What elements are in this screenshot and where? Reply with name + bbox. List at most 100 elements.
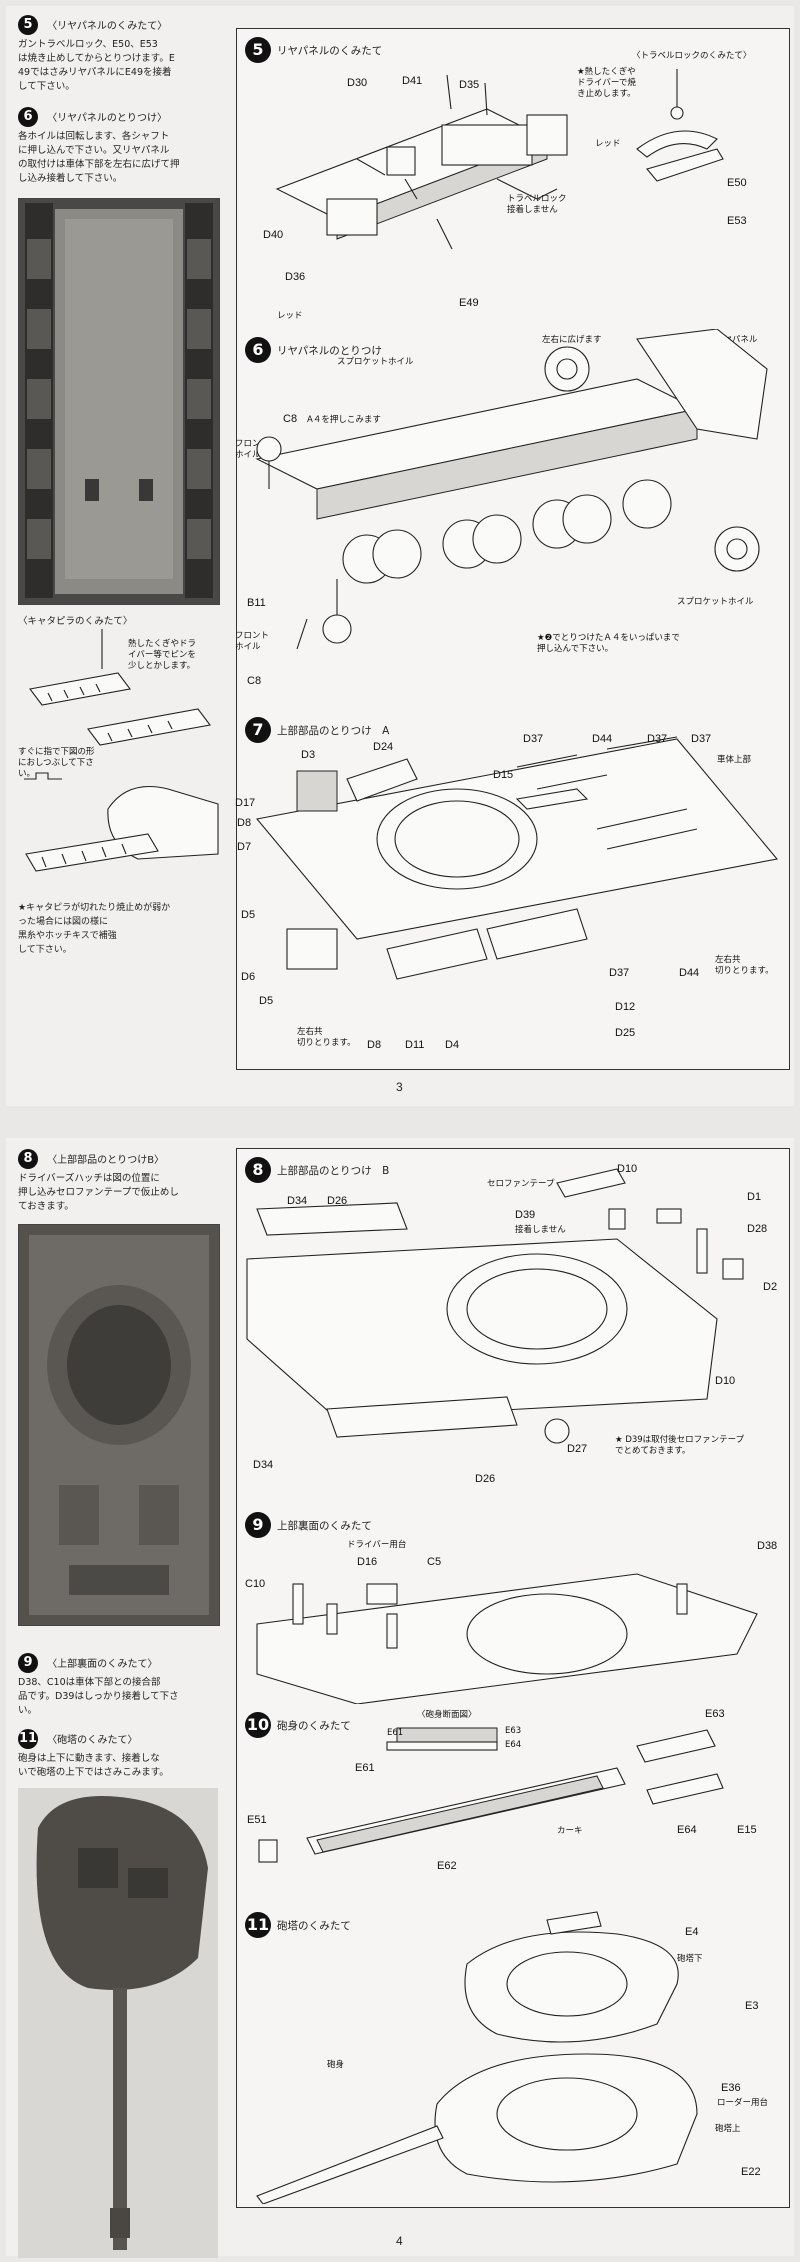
front-wheel-label-2: フロント ホイル [235,631,270,652]
step-8-note: ★ D39は取付後セロファンテープ でとめておきます。 [615,1435,745,1456]
rear-panel-label: リヤパネル [715,335,758,345]
turret-upper-label: 砲塔上 [715,2124,741,2134]
step-number: 7 [245,717,271,743]
instruction-page-4: 8 〈上部部品のとりつけB〉 ドライバーズハッチは図の位置に 押し込みセロファン… [6,1138,794,2258]
step-8-heading: 8 〈上部部品のとりつけB〉 [18,1148,233,1169]
travel-lock-title: 〈トラベルロックのくみたて〉 [632,51,752,61]
step-10-diagram: 10 砲身のくみたて 〈砲身断面図〉 カーキ E61 E63 E64 E63 E… [237,1704,789,1904]
step-number: 10 [245,1712,271,1738]
rear-panel-drawing [275,69,724,250]
turret-drawing [256,1911,698,2204]
step-11-diagram: 11 砲塔のくみたて 砲塔下 砲身 ローダー用台 砲塔上 E4 E3 E36 E… [237,1904,789,2204]
color-red-label-2: レッド [277,311,303,321]
step-title: 〈リヤパネルのくみたて〉 [47,21,168,32]
track-assembly-title: 〈キャタピラのくみたて〉 [18,616,133,627]
barrel-section-title: 〈砲身断面図〉 [417,1710,477,1720]
step-number: 6 [18,106,38,127]
step-number: 8 [18,1148,38,1169]
step-8-diagram: 8 上部部品のとりつけ B セロファンテープ 接着しません ★ D39は取付後セ… [237,1149,789,1504]
part-label: D25 [615,1027,636,1039]
step-5-heading: 5 〈リヤパネルのくみたて〉 [18,14,233,35]
step-6-diagram: 6 リヤパネルのとりつけ スプロケットホイル 左右に広げます リヤパネル A４を… [235,329,789,709]
part-label: D35 [459,79,480,91]
part-label: C5 [427,1556,442,1568]
left-column: 5 〈リヤパネルのくみたて〉 ガントラベルロック、E50、E53 は焼き止めして… [18,14,233,957]
step-title: 砲塔のくみたて [277,1920,351,1932]
part-label: D10 [617,1163,638,1175]
part-label: D2 [763,1281,778,1293]
page-number: 3 [396,1080,403,1094]
part-label: D26 [327,1195,348,1207]
part-label: D7 [237,841,252,853]
step-number: 11 [18,1728,38,1749]
track-links-drawing [24,629,219,872]
step-title: 砲身のくみたて [277,1720,351,1732]
part-label: D38 [757,1540,778,1552]
step-6-text: 各ホイルは回転します、各シャフト に押し込んで下さい。又リヤパネル の取付けは車… [18,131,180,184]
part-label: E22 [741,2166,761,2178]
left-column: 8 〈上部部品のとりつけB〉 ドライバーズハッチは図の位置に 押し込みセロファン… [18,1148,233,2258]
part-label: D10 [715,1375,736,1387]
step-number: 8 [245,1157,271,1183]
part-label: D11 [405,1039,425,1051]
part-label: D5 [241,909,256,921]
step-5-text: ガントラベルロック、E50、E53 は焼き止めしてからとりつけます。E 49では… [18,39,175,92]
part-label: D6 [241,971,256,983]
step-title: 上部裏面のくみたて [277,1520,372,1532]
chassis-drawing [25,203,213,598]
cellophane-tape-label: セロファンテープ [487,1179,555,1189]
part-label: E51 [247,1814,267,1826]
step-number: 6 [245,337,271,363]
push-a4-note: A４を押しこみます [307,415,381,425]
step-title: 上部部品のとりつけ B [277,1165,390,1177]
step-title: リヤパネルのとりつけ [277,345,382,357]
assembly-diagram-panel: 5 リヤパネルのくみたて 〈トラベルロックのくみたて〉 ★熱したくぎや ドライバ… [235,28,790,1070]
part-label: D24 [373,741,394,753]
part-label: D41 [402,75,423,87]
part-label: D37 [647,733,668,745]
part-label: B11 [247,597,266,609]
step-number: 5 [18,14,38,35]
part-label: E4 [685,1926,699,1938]
upper-hull-drawing [255,736,779,980]
part-label: E49 [459,297,479,309]
instruction-page-3: 5 〈リヤパネルのくみたて〉 ガントラベルロック、E50、E53 は焼き止めして… [6,6,794,1106]
section-part-label: E64 [505,1740,522,1750]
khaki-color-label: カーキ [557,1826,583,1836]
part-label: D44 [592,733,613,745]
hull-top-label: 車体上部 [717,755,752,765]
step-number: 9 [245,1512,271,1538]
step-title: 〈砲塔のくみたて〉 [47,1735,138,1746]
step-title: 〈上部裏面のくみたて〉 [47,1659,158,1670]
part-label: D40 [263,229,284,241]
part-label: E53 [727,215,747,227]
part-label: D16 [357,1556,378,1568]
sprocket-wheel-label: スプロケットホイル [337,357,414,367]
part-label: E15 [737,1824,757,1836]
step-9-heading: 9 〈上部裏面のくみたて〉 [18,1652,233,1673]
part-label: D12 [615,1001,636,1013]
step-9-diagram: 9 上部裏面のくみたて ドライバー用台 D16 C5 C10 D38 [237,1504,789,1704]
no-glue-label: 接着しません [515,1225,566,1235]
part-label: D36 [285,271,306,283]
track-assembly-illustration: 熱したくぎやドラ イバー等でピンを 少しとかします。 すぐに指で下図の形 におし… [18,629,233,899]
step-7-diagram: 7 上部部品のとりつけ A 車体上部 左右共 切りとります。 左右共 切りとりま… [235,709,789,1069]
part-label: D30 [347,77,368,89]
part-label: E64 [677,1824,697,1836]
step-9-text: D38、C10は車体下部との接合部 品です。D39はしっかり接着して下さ い。 [18,1677,179,1716]
heat-pin-note: 熱したくぎやドラ イバー等でピンを 少しとかします。 [128,639,197,671]
step-11-heading: 11 〈砲塔のくみたて〉 [18,1728,233,1749]
upper-hull-b-drawing [246,1168,744,1444]
part-label: D34 [287,1195,308,1207]
step-6-note: ★❷でとりつけたＡ４をいっぱいまで 押し込んで下さい。 [537,633,680,654]
turret-photo [18,1788,218,2258]
cut-both-sides-note-2: 左右共 切りとります。 [715,955,774,976]
part-label: D44 [679,967,700,979]
part-label: E50 [727,177,747,189]
section-part-label: E63 [505,1726,522,1736]
upper-hull-photo [18,1224,220,1626]
part-label: D8 [237,817,252,829]
part-label: C8 [283,413,298,425]
step-number: 5 [245,37,271,63]
color-red-label: レッド [595,139,621,149]
